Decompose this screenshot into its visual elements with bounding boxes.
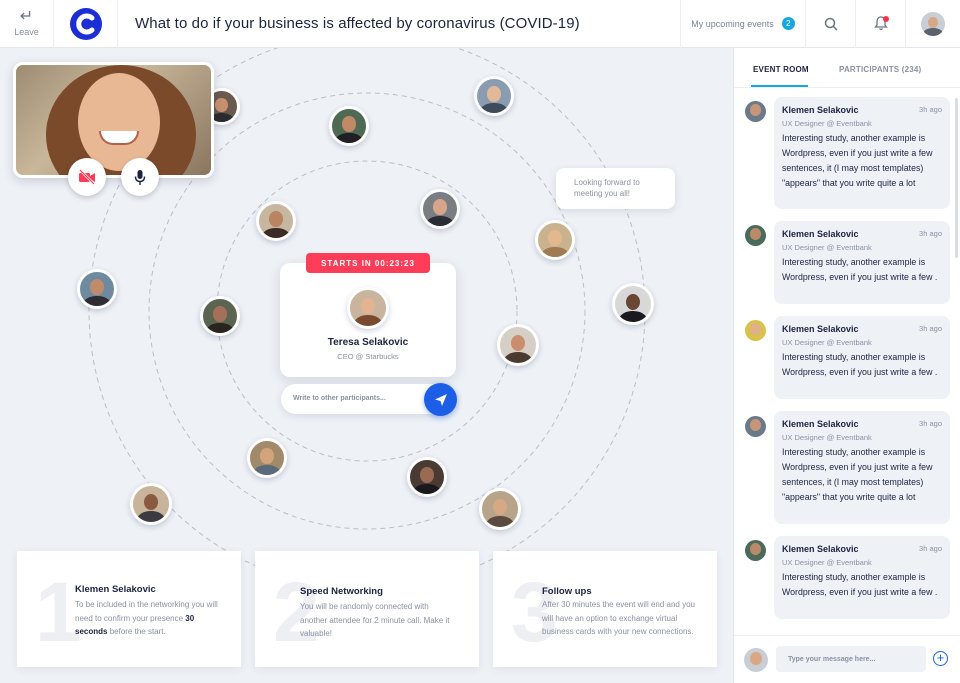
message-time: 3h ago	[919, 229, 942, 238]
microphone-button[interactable]	[121, 158, 159, 196]
composer-avatar	[744, 648, 768, 672]
self-video-preview	[13, 62, 214, 178]
participant-avatar[interactable]	[407, 457, 447, 497]
chat-scrollbar[interactable]	[955, 98, 958, 258]
message-text: Interesting study, another example is Wo…	[782, 352, 938, 377]
tab-participants[interactable]: PARTICIPANTS (234)	[839, 65, 922, 74]
message-text: Interesting study, another example is Wo…	[782, 572, 938, 597]
step-title: Klemen Selakovic	[75, 584, 156, 595]
chat-message: Klemen Selakovic 3h ago UX Designer @ Ev…	[774, 316, 950, 399]
search-icon	[824, 17, 838, 31]
countdown-badge: STARTS IN 00:23:23	[306, 253, 430, 273]
participant-avatar[interactable]	[474, 76, 514, 116]
tab-event-room[interactable]: EVENT ROOM	[753, 65, 809, 74]
chat-message: Klemen Selakovic 3h ago UX Designer @ Ev…	[774, 411, 950, 524]
step-number: 1	[35, 565, 82, 659]
participant-chat-bubble: Looking forward to meeting you all!	[556, 168, 675, 209]
message-author: Klemen Selakovic	[782, 105, 859, 115]
message-time: 3h ago	[919, 544, 942, 553]
send-button[interactable]	[424, 383, 457, 416]
participant-avatar[interactable]	[329, 106, 369, 146]
app-logo[interactable]	[54, 0, 118, 48]
logo-icon	[69, 7, 102, 40]
message-avatar	[745, 225, 766, 246]
active-tab-indicator	[751, 85, 808, 87]
chat-message: Klemen Selakovic 3h ago UX Designer @ Ev…	[774, 221, 950, 304]
event-title: What to do if your business is affected …	[135, 15, 580, 32]
participant-avatar[interactable]	[77, 269, 117, 309]
participant-avatar[interactable]	[130, 483, 172, 525]
chat-panel: EVENT ROOM PARTICIPANTS (234) Klemen Sel…	[733, 48, 960, 683]
participant-avatar[interactable]	[256, 201, 296, 241]
message-avatar	[745, 320, 766, 341]
message-time: 3h ago	[919, 324, 942, 333]
step-number: 2	[273, 565, 320, 659]
message-author: Klemen Selakovic	[782, 419, 859, 429]
message-author-role: UX Designer @ Eventbank	[782, 433, 872, 442]
chat-message-input[interactable]: Type your message here...	[776, 646, 926, 672]
notifications-button[interactable]	[855, 0, 905, 48]
speaker-role: CEO @ Starbucks	[337, 352, 399, 361]
message-avatar	[745, 416, 766, 437]
participant-avatar[interactable]	[200, 296, 240, 336]
participant-avatar[interactable]	[497, 324, 539, 366]
notification-dot	[883, 15, 889, 22]
step-title: Speed Networking	[300, 586, 383, 597]
message-author: Klemen Selakovic	[782, 544, 859, 554]
participant-avatar[interactable]	[247, 438, 287, 478]
upcoming-count-badge: 2	[781, 17, 795, 30]
message-avatar	[745, 101, 766, 122]
message-text: Interesting study, another example is Wo…	[782, 447, 933, 502]
step-text: You will be randomly connected with anot…	[300, 602, 450, 638]
message-text: Interesting study, another example is Wo…	[782, 133, 933, 188]
step-card-3: 3 Follow ups After 30 minutes the event …	[493, 551, 717, 667]
chat-composer: Type your message here... +	[734, 635, 960, 683]
message-placeholder: Write to other participants...	[293, 395, 386, 402]
message-author: Klemen Selakovic	[782, 324, 859, 334]
user-avatar	[921, 11, 945, 36]
message-author: Klemen Selakovic	[782, 229, 859, 239]
speaker-card[interactable]: Teresa Selakovic CEO @ Starbucks	[280, 263, 456, 377]
chat-message: Klemen Selakovic 3h ago UX Designer @ Ev…	[774, 97, 950, 209]
speaker-avatar	[347, 287, 389, 329]
camera-off-button[interactable]	[68, 158, 106, 196]
chat-tabs: EVENT ROOM PARTICIPANTS (234)	[734, 48, 960, 88]
chat-message: Klemen Selakovic 3h ago UX Designer @ Ev…	[774, 536, 950, 619]
speaker-name: Teresa Selakovic	[327, 337, 409, 348]
step-title: Follow ups	[542, 586, 592, 597]
participant-avatar[interactable]	[479, 488, 521, 530]
message-author-role: UX Designer @ Eventbank	[782, 119, 872, 128]
message-author-role: UX Designer @ Eventbank	[782, 338, 872, 347]
message-author-role: UX Designer @ Eventbank	[782, 243, 872, 252]
profile-menu[interactable]	[905, 0, 960, 48]
add-attachment-button[interactable]: +	[933, 651, 948, 666]
step-text: After 30 minutes the event will end and …	[542, 600, 695, 636]
search-button[interactable]	[805, 0, 855, 48]
top-bar: ↵ Leave What to do if your business is a…	[0, 0, 960, 48]
upcoming-events-button[interactable]: My upcoming events 2	[680, 0, 805, 48]
participant-avatar[interactable]	[420, 189, 460, 229]
message-author-role: UX Designer @ Eventbank	[782, 558, 872, 567]
upcoming-events-label: My upcoming events	[691, 18, 774, 29]
camera-off-icon	[79, 169, 95, 185]
step-card-1: 1 Klemen Selakovic To be included in the…	[17, 551, 241, 667]
leave-button[interactable]: ↵ Leave	[0, 0, 54, 48]
leave-label: Leave	[14, 27, 39, 37]
message-avatar	[745, 540, 766, 561]
microphone-icon	[134, 169, 146, 185]
step-number: 3	[511, 565, 558, 659]
message-time: 3h ago	[919, 419, 942, 428]
step-text: To be included in the networking you wil…	[75, 600, 218, 636]
back-arrow-icon: ↵	[19, 8, 34, 25]
step-card-2: 2 Speed Networking You will be randomly …	[255, 551, 479, 667]
participant-avatar[interactable]	[535, 220, 575, 260]
send-icon	[434, 393, 447, 406]
message-text: Interesting study, another example is Wo…	[782, 257, 938, 282]
participant-avatar[interactable]	[612, 283, 654, 325]
message-time: 3h ago	[919, 105, 942, 114]
